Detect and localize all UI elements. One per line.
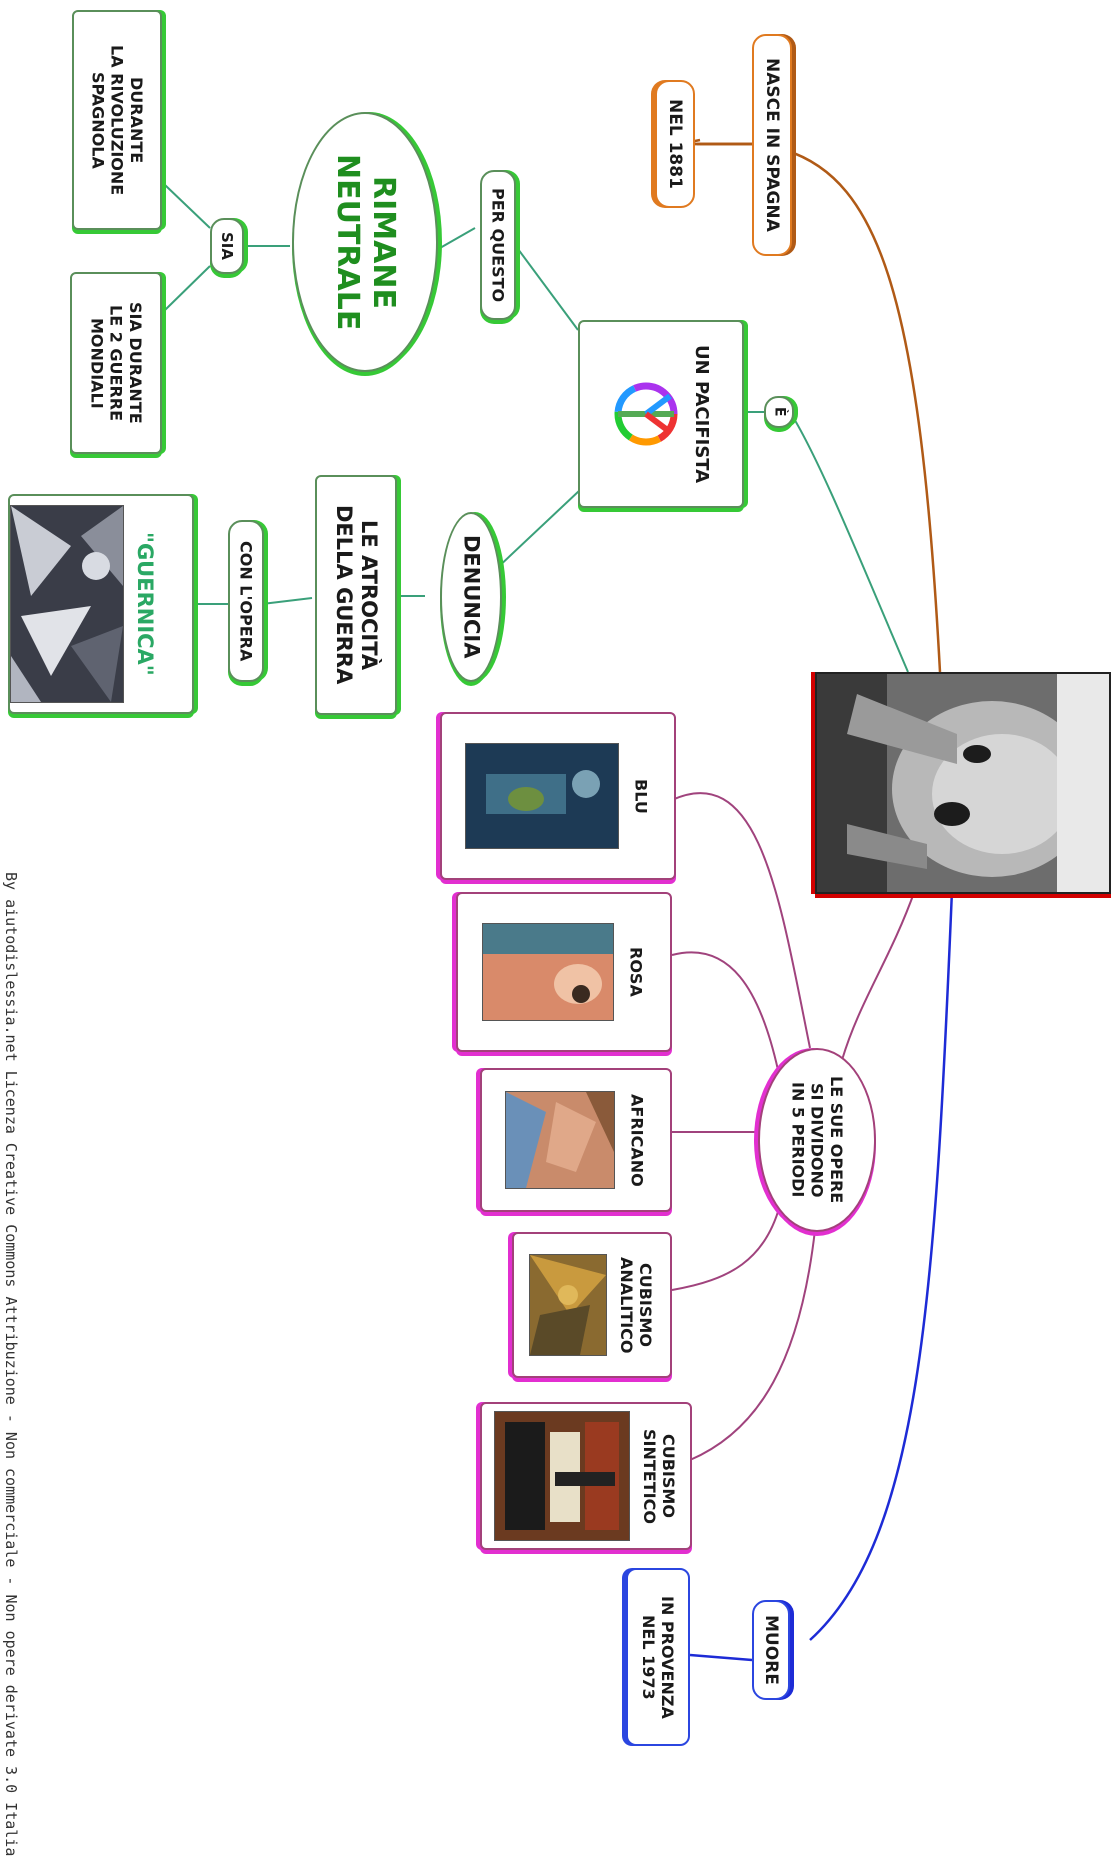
guerre-label: SIA DURANTE LE 2 GUERRE MONDIALI	[87, 302, 145, 424]
node-un-pacifista: UN PACIFISTA	[578, 320, 744, 508]
node-in-provenza: IN PROVENZA NEL 1973	[626, 1568, 690, 1746]
nasce-label: NASCE IN SPAGNA	[762, 58, 783, 232]
node-muore: MUORE	[752, 1600, 790, 1700]
period-africano: AFRICANO	[480, 1068, 672, 1212]
per-questo-label: PER QUESTO	[488, 187, 508, 303]
pacifista-label: UN PACIFISTA	[690, 344, 712, 484]
neutrale-label: RIMANE NEUTRALE	[330, 153, 401, 331]
license-credit: By aiutodislessia.net Licenza Creative C…	[2, 872, 20, 1856]
peace-symbol-icon	[610, 378, 682, 450]
period-blu-label: BLU	[631, 778, 651, 814]
connector-lines	[164, 138, 954, 1662]
node-con-lopera: CON L'OPERA	[228, 520, 264, 682]
period-blu: BLU	[440, 712, 676, 880]
rosa-period-painting	[482, 923, 615, 1021]
node-sue-opere: LE SUE OPERE SI DIVIDONO IN 5 PERIODI	[758, 1048, 876, 1232]
connector-e-label: È	[771, 407, 788, 417]
period-analitico-label: CUBISMO ANALITICO	[617, 1256, 656, 1354]
birth-year-label: NEL 1881	[665, 99, 686, 189]
period-cubismo-analitico: CUBISMO ANALITICO	[512, 1232, 672, 1378]
period-rosa: ROSA	[456, 892, 672, 1052]
rivoluzione-label: DURANTE LA RIVOLUZIONE SPAGNOLA	[88, 44, 146, 196]
node-guernica: "GUERNICA"	[8, 494, 194, 714]
portrait-illustration	[817, 674, 1109, 892]
node-nasce-in-spagna: NASCE IN SPAGNA	[752, 34, 792, 256]
muore-label: MUORE	[761, 1615, 782, 1685]
node-sia: SIA	[210, 218, 244, 274]
photo-of-picasso	[815, 672, 1111, 894]
guernica-label: "GUERNICA"	[133, 532, 158, 676]
node-rimane-neutrale: RIMANE NEUTRALE	[292, 112, 438, 372]
blu-period-painting	[465, 743, 620, 849]
node-denuncia: DENUNCIA	[440, 512, 502, 682]
node-nel-1881: NEL 1881	[655, 80, 695, 208]
atrocita-label: LE ATROCITÀ DELLA GUERRA	[332, 505, 382, 685]
sintetico-period-painting	[493, 1411, 630, 1541]
node-atrocita: LE ATROCITÀ DELLA GUERRA	[315, 475, 397, 715]
period-cubismo-sintetico: CUBISMO SINTETICO	[480, 1402, 692, 1550]
opere-label: LE SUE OPERE SI DIVIDONO IN 5 PERIODI	[788, 1076, 846, 1204]
period-sintetico-label: CUBISMO SINTETICO	[640, 1428, 679, 1524]
provenza-label: IN PROVENZA NEL 1973	[639, 1595, 678, 1719]
node-connector-e: È	[764, 396, 794, 428]
guernica-painting	[10, 505, 124, 703]
africano-period-painting	[505, 1091, 616, 1189]
node-per-questo: PER QUESTO	[480, 170, 516, 320]
sia-label: SIA	[218, 232, 236, 260]
denuncia-label: DENUNCIA	[459, 535, 484, 659]
node-durante-guerre: SIA DURANTE LE 2 GUERRE MONDIALI	[70, 272, 162, 454]
period-rosa-label: ROSA	[626, 947, 646, 997]
analitico-period-painting	[528, 1254, 607, 1356]
node-durante-rivoluzione: DURANTE LA RIVOLUZIONE SPAGNOLA	[72, 10, 162, 230]
con-lopera-label: CON L'OPERA	[236, 540, 256, 662]
period-africano-label: AFRICANO	[627, 1093, 647, 1187]
